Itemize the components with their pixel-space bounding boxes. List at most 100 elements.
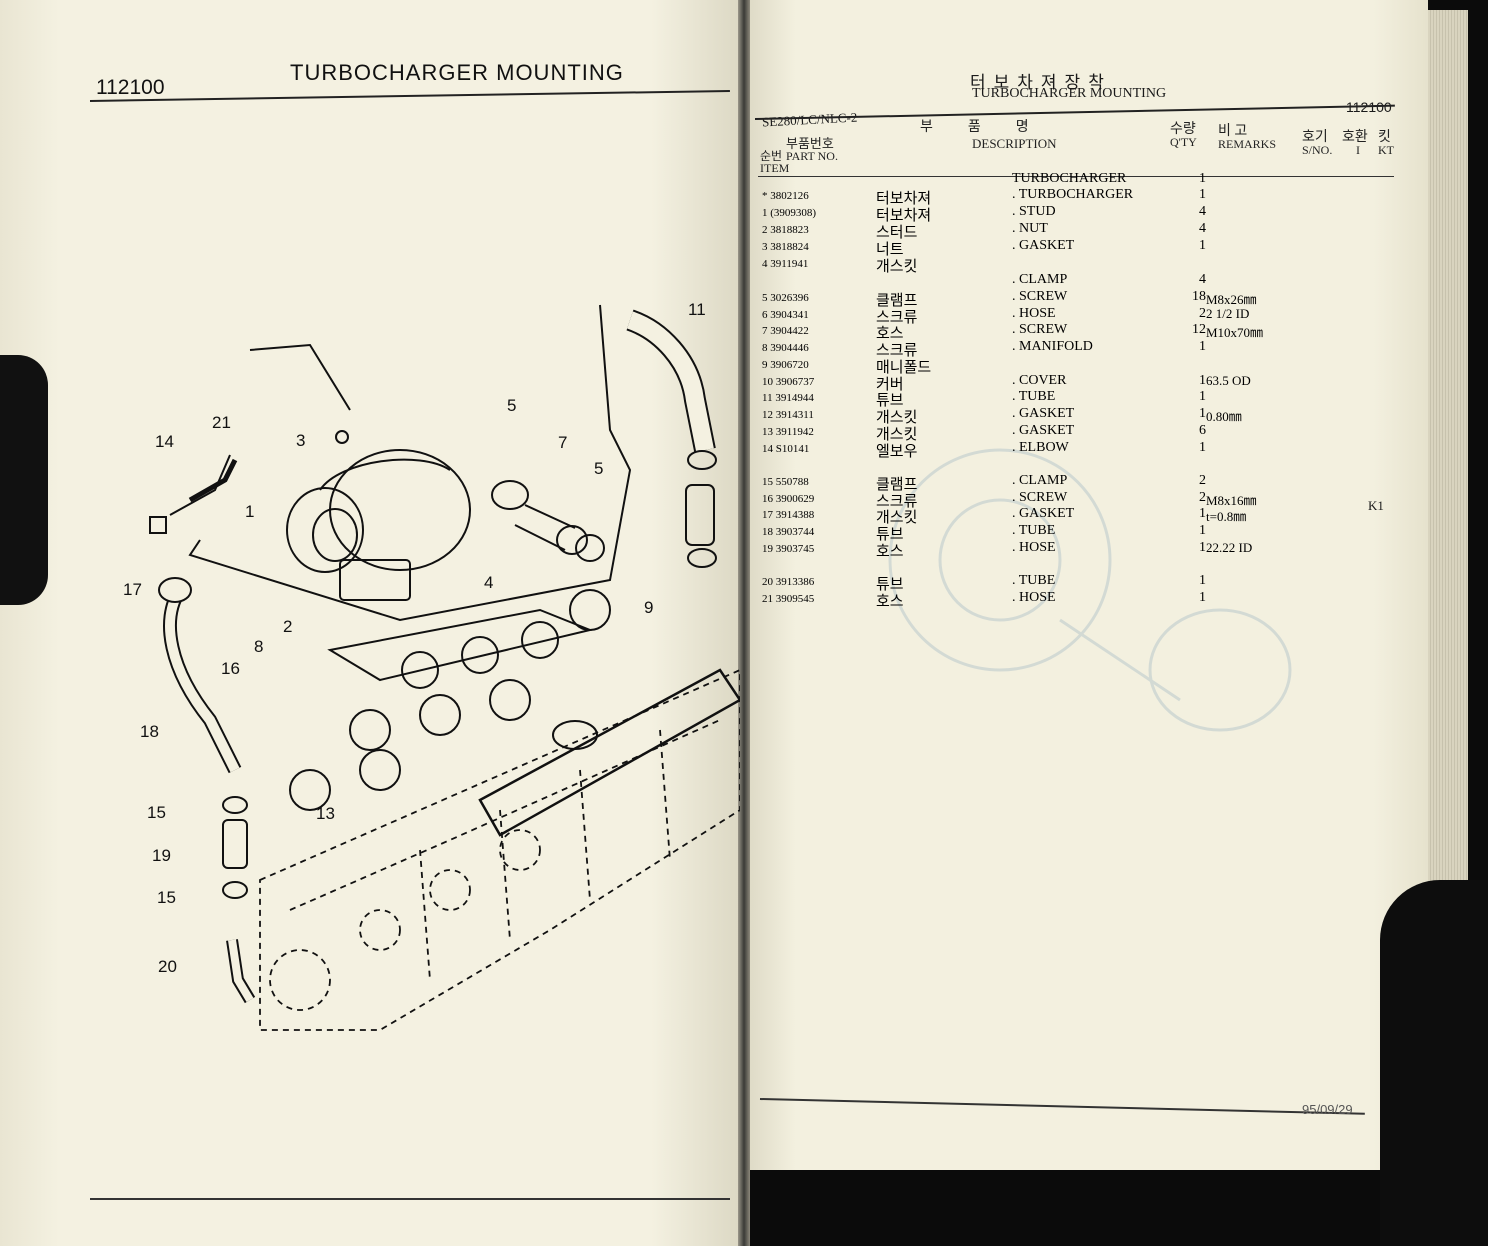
quantity-cell: 2	[1199, 306, 1206, 321]
part-number: 3914944	[775, 392, 814, 404]
item-number: 11	[762, 392, 773, 404]
part-number: 3900629	[775, 493, 815, 505]
header-kit-ko: 킷	[1378, 130, 1391, 145]
item-part-cell: 4 3911941	[762, 258, 882, 270]
item-number: 12	[762, 409, 773, 421]
item-number: 17	[762, 509, 773, 521]
description-cell: . TUBE	[1012, 389, 1056, 404]
item-number: 3	[762, 241, 768, 253]
description-cell: . CLAMP	[1012, 473, 1068, 488]
item-number: 8	[762, 342, 768, 354]
item-number: 20	[762, 576, 773, 588]
item-part-cell: 12 3914311	[762, 409, 882, 421]
part-number: 3026396	[770, 292, 809, 304]
item-number: *	[762, 190, 768, 202]
quantity-cell: 1	[1199, 187, 1206, 202]
part-number: 3911942	[775, 426, 814, 438]
remarks-cell: 0.80㎜	[1206, 409, 1242, 424]
finger-left	[0, 355, 48, 605]
item-part-cell: * 3802126	[762, 190, 882, 202]
korean-name-cell: 클램프	[876, 292, 918, 309]
description-cell: TURBOCHARGER	[1012, 171, 1127, 186]
item-part-cell: 15 550788	[762, 476, 882, 488]
item-part-cell: 2 3818823	[762, 224, 882, 236]
header-part-ko: 부품번호	[786, 136, 834, 151]
korean-name-cell: 튜브	[876, 576, 904, 593]
header-sno-en: S/NO.	[1302, 143, 1333, 157]
header-ex-en: I	[1356, 143, 1360, 157]
quantity-cell: 2	[1199, 473, 1206, 488]
korean-name-cell: 호스	[876, 593, 904, 610]
header-item: 순번 ITEM	[760, 150, 789, 174]
quantity-cell: 1	[1199, 389, 1206, 404]
item-part-cell: 1 (3909308)	[762, 207, 882, 219]
callout-20: 20	[158, 957, 177, 976]
item-number: 4	[762, 258, 768, 270]
finger-right	[1380, 880, 1488, 1246]
book-gutter	[738, 0, 750, 1246]
callout-17: 17	[123, 580, 142, 599]
header-sno-ko: 호기	[1302, 130, 1328, 145]
description-cell: . TURBOCHARGER	[1012, 187, 1134, 202]
item-number: 18	[762, 526, 773, 538]
item-number: 16	[762, 493, 773, 505]
header-sno: 호기 S/NO.	[1302, 130, 1333, 157]
description-cell: . MANIFOLD	[1012, 339, 1093, 354]
part-number: 3909545	[775, 593, 815, 605]
description-cell: . COVER	[1012, 373, 1067, 388]
item-number: 19	[762, 543, 773, 555]
header-kit: 킷 KT	[1378, 130, 1394, 157]
item-part-cell: 8 3904446	[762, 342, 882, 354]
header-qty-en: Q'TY	[1170, 135, 1197, 149]
description-cell: . HOSE	[1012, 540, 1056, 555]
description-cell: . SCREW	[1012, 490, 1068, 505]
korean-name-cell: 호스	[876, 543, 904, 560]
callout-4: 4	[484, 573, 494, 592]
quantity-cell: 1	[1199, 406, 1206, 421]
description-cell: . STUD	[1012, 204, 1056, 219]
quantity-cell: 1	[1199, 523, 1206, 538]
korean-name-cell: 호스	[876, 325, 904, 342]
korean-name-cell: 스크류	[876, 309, 918, 326]
left-page	[0, 0, 740, 1246]
left-footer-rule	[90, 1198, 730, 1200]
item-number: 13	[762, 426, 773, 438]
quantity-cell: 1	[1199, 573, 1206, 588]
print-date: 95/09/29	[1302, 1102, 1353, 1117]
item-number: 14	[762, 443, 773, 455]
header-desc-ko: 부 품 명	[920, 120, 1029, 135]
callout-19: 19	[152, 846, 171, 865]
item-part-cell: 17 3914388	[762, 509, 882, 521]
korean-name-cell: 너트	[876, 241, 904, 258]
item-number: 7	[762, 325, 768, 337]
description-cell: . SCREW	[1012, 322, 1068, 337]
header-remarks-en: REMARKS	[1218, 137, 1277, 151]
header-remarks: 비 고 REMARKS	[1218, 125, 1277, 151]
item-part-cell: 5 3026396	[762, 292, 882, 304]
part-number: 550788	[775, 476, 809, 488]
part-number: S10141	[775, 443, 810, 455]
description-cell: . TUBE	[1012, 573, 1056, 588]
description-cell: . TUBE	[1012, 523, 1056, 538]
item-number: 9	[762, 359, 768, 371]
callout-18: 18	[140, 722, 159, 741]
part-number: 3802126	[770, 190, 809, 202]
part-number: 3904446	[770, 342, 809, 354]
description-cell: . HOSE	[1012, 306, 1056, 321]
item-number: 5	[762, 292, 768, 304]
description-cell: . GASKET	[1012, 506, 1075, 521]
description-cell: . GASKET	[1012, 406, 1075, 421]
item-number: 6	[762, 309, 768, 321]
korean-name-cell: 스크류	[876, 493, 918, 510]
quantity-cell: 4	[1199, 204, 1206, 219]
callout-3: 3	[296, 431, 306, 450]
korean-name-cell: 스크류	[876, 342, 918, 359]
item-part-cell: 6 3904341	[762, 309, 882, 321]
left-page-code: 112100	[96, 76, 165, 99]
korean-name-cell: 개스킷	[876, 426, 918, 443]
korean-name-cell: 터보차져	[876, 190, 932, 207]
remarks-cell: 63.5 OD	[1206, 373, 1251, 388]
callout-13: 13	[316, 804, 335, 823]
callout-9: 9	[644, 598, 654, 617]
quantity-cell: 4	[1199, 272, 1206, 287]
